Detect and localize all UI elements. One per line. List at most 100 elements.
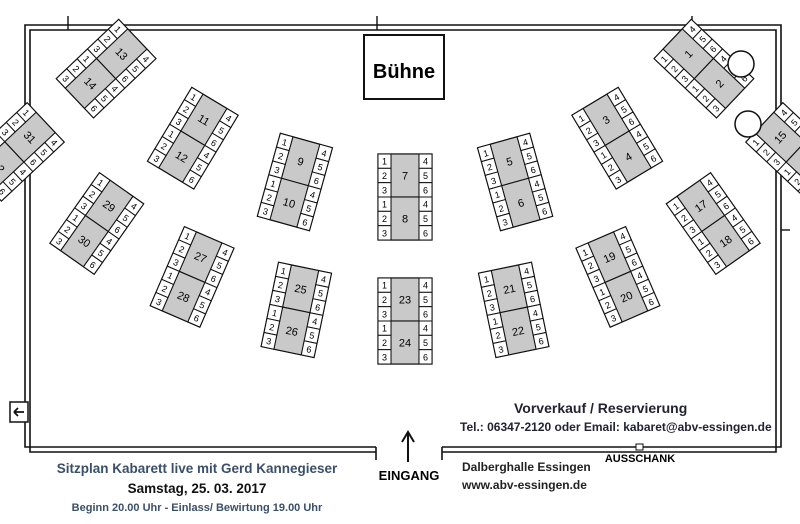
seat-number: 2 — [584, 125, 593, 136]
seat-number: 3 — [273, 165, 281, 176]
seat-number: 2 — [10, 117, 21, 128]
seat-number: 1 — [598, 286, 607, 297]
seat-number: 1 — [492, 316, 499, 327]
seat-number: 2 — [586, 260, 595, 271]
seat — [608, 169, 629, 190]
seat-number: 5 — [317, 288, 324, 299]
seat-number: 6 — [529, 165, 537, 176]
arrow-up-icon — [401, 430, 415, 462]
seat-number: 1 — [382, 200, 387, 210]
decor-circle-top — [727, 50, 755, 78]
hall-wall — [29, 29, 777, 453]
seat-number: 4 — [705, 177, 715, 188]
seat-number: 3 — [680, 74, 691, 85]
seat — [377, 349, 392, 365]
seat-number: 2 — [486, 288, 493, 299]
seat — [49, 230, 70, 252]
seat — [377, 225, 392, 241]
seat-number: 5 — [423, 338, 428, 348]
seat — [496, 212, 514, 232]
seat-number: 4 — [779, 108, 790, 119]
table-number: 22 — [511, 325, 525, 339]
seat-number: 5 — [738, 224, 748, 235]
seat-number: 5 — [641, 283, 650, 294]
table-number: 10 — [281, 196, 296, 211]
seat — [786, 171, 800, 192]
seat-number: 4 — [523, 266, 530, 277]
seat-number: 3 — [265, 336, 272, 347]
seat-number: 5 — [713, 189, 723, 200]
bar-marker — [635, 443, 644, 451]
seat-number: 3 — [91, 44, 102, 55]
seat-number: 2 — [761, 147, 772, 158]
table-number: 20 — [619, 290, 635, 306]
table-number: 25 — [293, 283, 307, 297]
seat-number: 4 — [140, 54, 151, 65]
seat — [83, 97, 105, 119]
seat-number: 3 — [498, 344, 505, 355]
seat-number: 6 — [306, 344, 313, 355]
seat-number: 2 — [266, 192, 274, 203]
seat-number: 3 — [711, 103, 722, 114]
seat-number: 6 — [647, 297, 656, 308]
seat-number: 2 — [268, 322, 275, 333]
seat-number: 3 — [712, 259, 722, 270]
seat-number: 3 — [54, 236, 64, 247]
seat-number: 2 — [160, 283, 169, 294]
seat-number: 1 — [112, 24, 123, 35]
seat-number: 5 — [198, 300, 207, 311]
seat-number: 2 — [159, 141, 168, 152]
table-block: 3114253632142536 — [0, 101, 66, 202]
seat-number: 5 — [619, 104, 628, 115]
seat-number: 1 — [382, 281, 387, 291]
seat-number: 1 — [271, 308, 278, 319]
seat-number: 4 — [221, 247, 230, 258]
seat-number: 5 — [216, 125, 225, 136]
seat — [0, 131, 6, 153]
seat-number: 2 — [181, 104, 190, 115]
seat-number: 3 — [489, 302, 496, 313]
seat-number: 3 — [262, 206, 270, 217]
seat — [705, 97, 727, 119]
seat-number: 6 — [423, 228, 428, 238]
seat-number: 1 — [482, 148, 490, 159]
seat — [706, 254, 728, 275]
seat-number: 5 — [641, 141, 650, 152]
seat-number: 4 — [17, 167, 28, 178]
seat-number: 4 — [612, 92, 621, 103]
seat-number: 6 — [529, 294, 536, 305]
table-number: 5 — [505, 156, 514, 169]
seat-number: 2 — [382, 295, 387, 305]
seat-number: 6 — [0, 186, 7, 197]
seat-number: 6 — [301, 217, 309, 228]
seat-number: 3 — [382, 185, 387, 195]
seat-number: 1 — [21, 108, 32, 119]
seat-number: 1 — [483, 274, 490, 285]
seat-number: 6 — [187, 174, 196, 185]
seat-number: 1 — [751, 137, 762, 148]
seat — [149, 291, 169, 312]
seat-number: 4 — [49, 137, 60, 148]
seat-number: 4 — [204, 286, 213, 297]
table-number: 3 — [601, 114, 612, 127]
seat-number: 1 — [280, 266, 287, 277]
seat-number: 4 — [687, 24, 698, 35]
seat-number: 3 — [591, 137, 600, 148]
seat-number: 4 — [532, 308, 539, 319]
table-number: 17 — [693, 198, 710, 215]
seat — [55, 68, 77, 89]
seat-number: 4 — [729, 212, 739, 223]
seat-number: 4 — [533, 178, 541, 189]
table-blocks: 1142536214253631425364142536514253661425… — [0, 18, 800, 365]
seat-number: 2 — [87, 189, 97, 200]
seat-number: 5 — [537, 192, 545, 203]
seat-number: 6 — [120, 74, 131, 85]
seat-number: 5 — [697, 34, 708, 45]
seat-number: 2 — [177, 244, 186, 255]
seat-number: 4 — [423, 324, 428, 334]
seat — [643, 148, 664, 169]
